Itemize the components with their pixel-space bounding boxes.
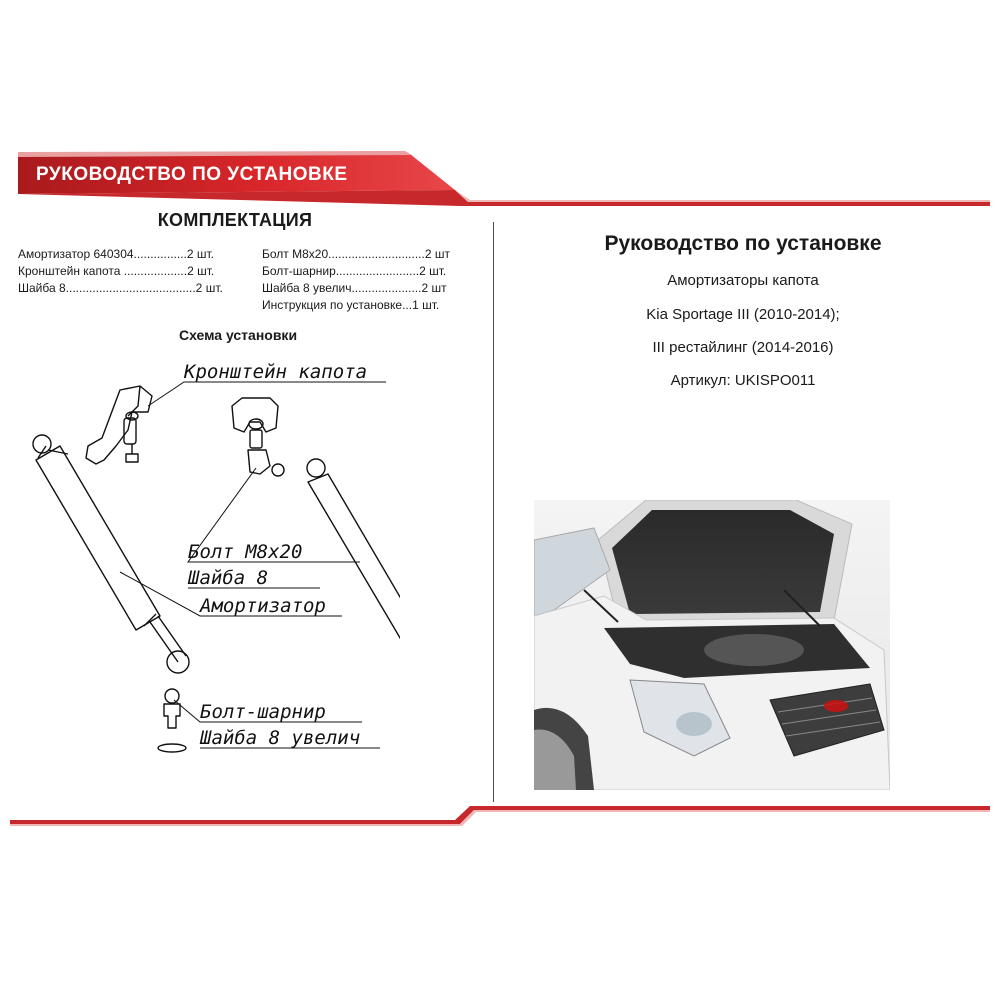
strut-right-icon [306,458,400,640]
banner-title: РУКОВОДСТВО ПО УСТАНОВКЕ [36,164,348,185]
strut-left-icon [32,434,190,674]
kit-item: Инструкция по установке...1 шт. [262,298,440,312]
info-line2: Kia Sportage III (2010-2014); [646,306,840,323]
label-ball-bolt: Болт-шарнир [200,701,326,723]
scheme-title: Схема установки [178,327,298,343]
label-washer-big: Шайба 8 увелич [199,727,360,749]
ball-bolt-left-icon [157,688,187,753]
column-divider [493,222,494,802]
label-strut: Амортизатор [199,595,326,617]
bracket-left-icon [85,385,153,465]
bracket-right-icon [231,397,285,477]
kit-title: КОМПЛЕКТАЦИЯ [157,210,313,230]
label-bracket: Кронштейн капота [183,361,367,383]
info-line1: Амортизаторы капота [667,272,819,289]
info-line3: III рестайлинг (2014-2016) [652,339,834,356]
footer-band [10,806,990,826]
header-banner [18,151,990,206]
kit-item: Болт М8х20.............................2… [262,247,450,261]
label-bolt: Болт М8х20 [188,541,302,563]
kit-item: Кронштейн капота ...................2 шт… [18,264,215,278]
kit-item: Болт-шарнир.........................2 шт… [262,264,447,278]
info-title: Руководство по установке [604,232,882,255]
kit-item: Шайба 8 увелич.....................2 шт [262,281,447,295]
kit-list-right: Болт М8х20.............................2… [262,246,450,314]
info-article: Артикул: UKISPO011 [670,372,816,389]
label-washer: Шайба 8 [187,567,268,589]
kit-item: Амортизатор 640304................2 шт. [18,247,215,261]
kit-list-left: Амортизатор 640304................2 шт. … [18,246,223,297]
installation-diagram: Кронштейн капота Болт М8х20 Шайба 8 Амор… [32,361,400,753]
car-photo [534,500,890,790]
kit-item: Шайба 8.................................… [18,281,223,295]
